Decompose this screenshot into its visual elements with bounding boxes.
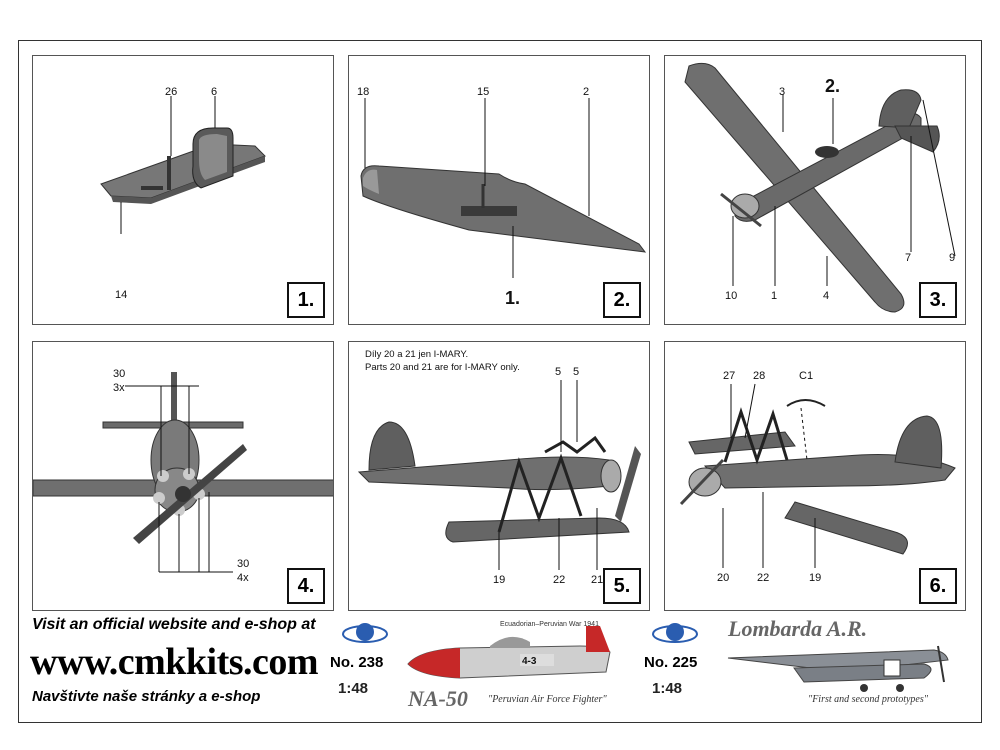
part-label-14: 14	[115, 289, 128, 301]
step-3-panel: 3 2. 9 7 10 1 4 3.	[664, 55, 966, 325]
step-6-panel: 27 28 C1 20 22 19 6.	[664, 341, 966, 611]
part-label-1: 1	[771, 290, 778, 302]
planet-models-logo	[652, 623, 698, 643]
step-number: 2.	[603, 282, 641, 318]
planet-models-logo	[342, 623, 388, 643]
step-1-panel: 26 6 14 1.	[32, 55, 334, 325]
kit-name-lombarda: Lombarda A.R.	[728, 616, 868, 641]
step-4-panel: 30 3x 30 4x 4.	[32, 341, 334, 611]
step-number: 6.	[919, 568, 957, 604]
visit-text-en: Visit an official website and e-shop at	[32, 616, 316, 633]
part-label-4: 4	[823, 290, 830, 302]
fuselage-half-drawing	[360, 98, 647, 278]
kit-number-238: No. 238	[330, 654, 384, 671]
footer-advert: Visit an official website and e-shop at …	[18, 614, 982, 722]
part-label-15: 15	[477, 86, 490, 98]
part-label-22: 22	[757, 572, 770, 584]
visit-text-cz: Navštivte naše stránky a e-shop	[32, 688, 261, 705]
part-label-6: 6	[211, 86, 218, 98]
step-number: 5.	[603, 568, 641, 604]
part-label-30-bottom: 30	[237, 558, 250, 570]
step-2-panel: 18 15 2 1. 2.	[348, 55, 650, 325]
lombarda-art	[727, 645, 949, 692]
subassembly-ref-1: 1.	[505, 288, 521, 308]
na-50-profile-art: 4-3 Ecuadorian–Peruvian War 1941	[407, 621, 611, 679]
step-number: 4.	[287, 568, 325, 604]
cockpit-floor-drawing	[100, 96, 266, 234]
quantity-4x: 4x	[237, 572, 249, 584]
part-label-10: 10	[725, 290, 738, 302]
kit-subtitle-225: "First and second prototypes"	[808, 694, 928, 705]
part-label-2: 2	[583, 86, 590, 98]
airframe-assembly-drawing	[684, 62, 956, 313]
part-label-7: 7	[905, 252, 912, 264]
part-label-c1: C1	[799, 370, 814, 382]
step-number: 1.	[287, 282, 325, 318]
part-label-28: 28	[753, 370, 766, 382]
kit-name-na-50: NA-50	[408, 686, 468, 711]
website-link[interactable]: www.cmkkits.com	[30, 641, 319, 683]
kit-number-225: No. 225	[644, 654, 698, 671]
parts-note: Díly 20 a 21 jen I-MARY. Parts 20 and 21…	[365, 348, 520, 374]
kit-subtitle-238: "Peruvian Air Force Fighter"	[488, 694, 607, 705]
part-label-19: 19	[493, 574, 506, 586]
engine-front-view-drawing	[33, 372, 333, 573]
part-label-9: 9	[949, 252, 956, 264]
part-label-5a: 5	[555, 366, 562, 378]
note-czech: Díly 20 a 21 jen I-MARY.	[365, 349, 469, 360]
canopy-final-drawing	[679, 383, 956, 568]
instruction-sheet	[18, 40, 982, 723]
kit-scale-225: 1:48	[652, 680, 683, 697]
step-5-panel: Díly 20 a 21 jen I-MARY. Parts 20 and 21…	[348, 341, 650, 611]
part-label-3: 3	[779, 86, 786, 98]
part-label-21: 21	[591, 574, 604, 586]
part-label-30-top: 30	[113, 368, 126, 380]
quantity-3x: 3x	[113, 382, 125, 394]
part-label-19: 19	[809, 572, 822, 584]
kit-238-caption: Ecuadorian–Peruvian War 1941	[500, 621, 599, 628]
part-label-22: 22	[553, 574, 566, 586]
subassembly-ref-2: 2.	[825, 76, 841, 96]
kit-scale-238: 1:48	[338, 680, 369, 697]
part-label-26: 26	[165, 86, 178, 98]
part-label-5b: 5	[573, 366, 580, 378]
note-english: Parts 20 and 21 are for I-MARY only.	[365, 362, 520, 373]
aircraft-marking: 4-3	[522, 656, 537, 667]
part-label-18: 18	[357, 86, 370, 98]
part-label-20: 20	[717, 572, 730, 584]
landing-gear-side-drawing	[357, 380, 641, 570]
part-label-27: 27	[723, 370, 736, 382]
step-number: 3.	[919, 282, 957, 318]
